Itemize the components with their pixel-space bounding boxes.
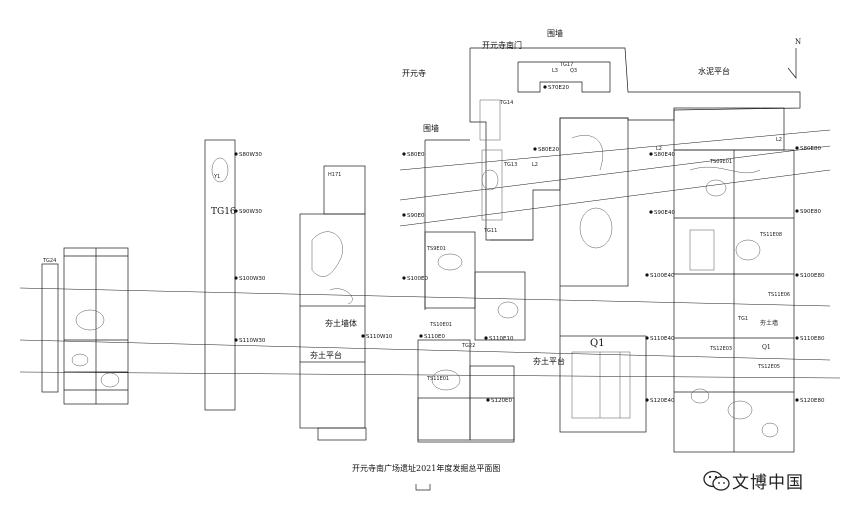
label-ts09e01: TS09E01 [709,159,732,165]
label-shuini-pingtai: 水泥平台 [698,66,730,76]
label-h171: H171 [328,172,341,178]
label-hangtu-qiang-right: 夯土墙 [760,319,778,327]
trench-tg16 [204,139,236,411]
grid-markers [234,85,799,402]
label-l3: L3 [552,68,558,74]
label-l2-b: L2 [656,146,662,152]
grid-point-marker [402,276,406,280]
grid-label: S70E20 [548,85,569,91]
label-ts10e01: TS10E01 [429,322,452,328]
label-tg13: TG13 [503,162,517,168]
label-tg14: TG14 [499,100,513,106]
grid-point-marker [402,213,406,217]
watermark: 文博中国 [702,468,804,493]
grid-point-marker [645,398,649,402]
grid-point-marker [543,85,547,89]
grid-point-marker [533,147,537,151]
grid-label: S90W30 [239,209,262,215]
label-tg22: TG22 [461,343,475,349]
label-kaiyuansi-nanmen: 开元寺南门 [482,40,522,50]
grid-point-marker [234,152,238,156]
label-l2-c: L2 [776,137,782,143]
grid-label: S110E80 [800,336,825,342]
temple-gate-outline [517,61,611,93]
grid-point-marker [795,336,799,340]
trench-block-h171 [299,213,366,307]
grid-label: S110W30 [239,338,266,344]
trench-block-center [559,117,629,287]
label-tg11: TG11 [483,228,497,234]
grid-label: S110E40 [650,336,675,342]
trench-block-ts9e01 [424,231,476,309]
label-y1: Y1 [213,174,220,180]
label-l2-a: L2 [532,162,538,168]
label-q1-center: Q1 [590,338,605,349]
label-kaiyuansi: 开元寺 [402,69,426,78]
label-ts11e08: TS11E08 [759,232,782,238]
grid-label: S100E0 [407,276,428,282]
wechat-icon [703,470,730,491]
label-ts9e01: TS9E01 [426,246,446,252]
label-tg1: TG1 [737,316,748,322]
grid-label: S110E0 [424,334,445,340]
trench-block-q1 [559,335,647,433]
grid-point-marker [361,334,365,338]
label-hangtu-pingtai-left: 夯土平台 [310,350,342,360]
grid-point-marker [795,209,799,213]
scale-bar-icon [415,484,431,491]
label-q3: Q3 [570,68,577,74]
grid-label: S100E40 [650,273,675,279]
grid-label: S80E80 [800,146,821,152]
grid-label: S120E80 [800,398,825,404]
site-title: 开元寺南广场遗址2021年度发掘总平面图 [352,463,500,473]
trench-block-hangtu [299,361,366,429]
grid-point-marker [795,273,799,277]
label-hangtu-pingtai-right: 夯土平台 [533,356,565,366]
grid-label: S120E40 [650,398,675,404]
grid-label: S120E0 [491,398,512,404]
grid-label: S80E0 [407,152,425,158]
label-ts12e03: TS12E03 [709,346,732,352]
label-weiqiang-top: 围墙 [547,28,563,38]
grid-label: S90E0 [407,213,425,219]
label-ts12e05: TS12E05 [757,364,780,370]
grid-point-marker [649,210,653,214]
grid-point-marker [486,398,490,402]
north-arrow-icon [787,48,797,79]
label-q1-right: Q1 [762,344,771,351]
grid-label: S90E80 [800,209,821,215]
grid-point-marker [234,338,238,342]
grid-point-marker [649,152,653,156]
grid-point-marker [484,336,488,340]
grid-label: S90E40 [654,210,675,216]
label-hangtu-qiangti: 夯土墙体 [325,318,357,328]
grid-point-marker [645,336,649,340]
label-ts11e01: TS11E01 [426,376,449,382]
grid-label: S80E40 [654,152,675,158]
label-tg17: TG17 [559,62,573,68]
grid-point-marker [795,146,799,150]
grid-point-marker [234,276,238,280]
grid-point-marker [402,152,406,156]
grid-label: S80E20 [538,147,559,153]
grid-label: S110E10 [489,336,514,342]
grid-label: S100W30 [239,276,266,282]
grid-point-marker [645,273,649,277]
trench-tg24 [41,263,59,393]
label-tg16: TG16 [211,207,236,217]
label-ts11e06: TS11E06 [767,292,790,298]
temple-wall-outline [469,47,801,241]
watermark-text: 文博中国 [732,473,804,493]
grid-label: S80W30 [239,152,262,158]
grid-point-marker [795,398,799,402]
label-tg24: TG24 [42,258,56,264]
grid-point-marker [234,209,238,213]
grid-label: S100E80 [800,273,825,279]
north-label: N [795,38,801,46]
grid-label: S110W10 [366,334,393,340]
grid-point-marker [419,334,423,338]
label-weiqiang-mid: 围墙 [423,123,439,133]
